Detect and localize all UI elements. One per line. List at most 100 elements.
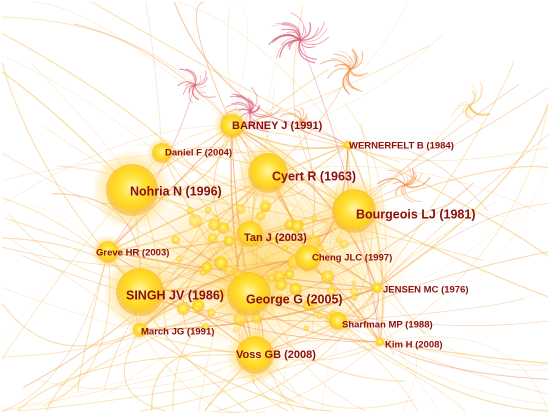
- node-tan[interactable]: [237, 221, 263, 247]
- cluster-edge: [345, 69, 355, 90]
- citation-edge: [379, 341, 549, 380]
- node-march[interactable]: [133, 323, 147, 337]
- cluster-edge: [281, 23, 301, 41]
- node-label-jensen: JENSEN MC (1976): [383, 285, 469, 296]
- minor-node: [204, 206, 212, 214]
- cluster-edge: [299, 106, 305, 121]
- cluster-edge: [249, 111, 268, 124]
- node-greve[interactable]: [97, 241, 119, 263]
- cluster-edge: [194, 77, 208, 86]
- minor-node: [197, 292, 205, 300]
- node-label-greve: Greve HR (2003): [96, 248, 169, 259]
- citation-edge: [1, 354, 256, 412]
- node-kim[interactable]: [376, 338, 384, 346]
- citation-edge: [213, 125, 256, 276]
- minor-node: [302, 299, 314, 311]
- cluster-edge: [272, 33, 301, 41]
- minor-node: [350, 294, 357, 301]
- cluster-edge: [339, 50, 352, 71]
- citation-edge: [107, 240, 284, 280]
- citation-edge: [1, 32, 251, 235]
- node-label-tan: Tan J (2003): [244, 232, 307, 244]
- cluster-edge: [177, 81, 196, 87]
- cluster-edge: [469, 104, 491, 116]
- node-jensen[interactable]: [372, 283, 382, 293]
- cluster-edge: [299, 36, 330, 46]
- minor-node: [176, 302, 191, 316]
- node-nohria[interactable]: [106, 164, 158, 216]
- cluster-edge: [299, 39, 316, 48]
- cluster-edge: [194, 84, 207, 93]
- citation-edge: [1, 251, 109, 412]
- minor-node: [351, 280, 357, 286]
- node-cheng[interactable]: [295, 245, 321, 271]
- citation-edge: [376, 103, 549, 289]
- minor-node: [282, 245, 288, 252]
- cluster-edge: [279, 39, 301, 58]
- node-george[interactable]: [227, 272, 271, 316]
- minor-node: [214, 256, 228, 270]
- citation-edge: [337, 251, 549, 322]
- node-daniel[interactable]: [152, 143, 172, 163]
- node-label-daniel: Daniel F (2004): [165, 148, 232, 159]
- cluster-edge: [347, 69, 360, 92]
- citation-edge: [45, 329, 141, 412]
- cluster-edge: [281, 28, 301, 41]
- citation-edge: [1, 55, 251, 235]
- node-voss[interactable]: [236, 336, 274, 374]
- node-barney[interactable]: [220, 114, 244, 138]
- citation-edge: [140, 287, 378, 412]
- minor-node: [285, 269, 295, 280]
- citation-edge: [18, 341, 381, 412]
- node-wernerfelt[interactable]: [344, 141, 352, 149]
- cluster-edge: [387, 169, 406, 186]
- node-singh[interactable]: [116, 268, 164, 316]
- citation-edge: [347, 144, 426, 335]
- cluster-edge: [299, 113, 308, 121]
- cluster-edge: [461, 104, 471, 114]
- citation-edge: [178, 1, 349, 146]
- minor-node: [303, 325, 310, 332]
- citation-edge: [379, 341, 549, 405]
- citation-edge: [145, 1, 163, 154]
- cluster-edge: [376, 177, 406, 186]
- node-bourgeois[interactable]: [332, 189, 376, 233]
- citation-edge: [347, 142, 489, 212]
- node-sharfman[interactable]: [329, 312, 347, 330]
- node-label-march: March JG (1991): [141, 327, 214, 338]
- cluster-edge: [279, 113, 301, 121]
- citation-edge: [353, 165, 549, 212]
- minor-node: [326, 286, 336, 296]
- citation-edge: [107, 69, 329, 253]
- citation-edge: [347, 144, 384, 343]
- citation-edge: [32, 1, 233, 127]
- citation-edge: [376, 134, 549, 289]
- citation-edge: [218, 287, 378, 412]
- citation-edge: [17, 354, 256, 412]
- cluster-edge: [404, 176, 431, 188]
- minor-node: [316, 312, 323, 320]
- citation-edge: [173, 1, 349, 146]
- node-cyert[interactable]: [248, 153, 288, 193]
- cluster-edge: [396, 184, 406, 196]
- cluster-edge: [404, 168, 415, 186]
- citation-edge: [347, 144, 549, 162]
- cluster-link: [249, 111, 349, 146]
- cluster-edge: [194, 84, 216, 98]
- cluster-edge: [235, 101, 251, 113]
- node-label-sharfman: Sharfman MP (1988): [342, 320, 433, 331]
- cluster-edge: [341, 63, 351, 71]
- citation-edge: [376, 202, 549, 289]
- cluster-edge: [293, 108, 302, 121]
- minor-node: [349, 286, 359, 296]
- cluster-edge: [281, 37, 301, 46]
- cluster-edge: [400, 184, 406, 195]
- citation-edge: [376, 214, 506, 289]
- cluster-edge: [229, 96, 251, 113]
- cluster-edge: [188, 84, 196, 104]
- citation-edge: [330, 144, 349, 322]
- citation-edge: [231, 1, 409, 127]
- node-label-bourgeois: Bourgeois LJ (1981): [356, 207, 475, 221]
- minor-node: [192, 304, 201, 313]
